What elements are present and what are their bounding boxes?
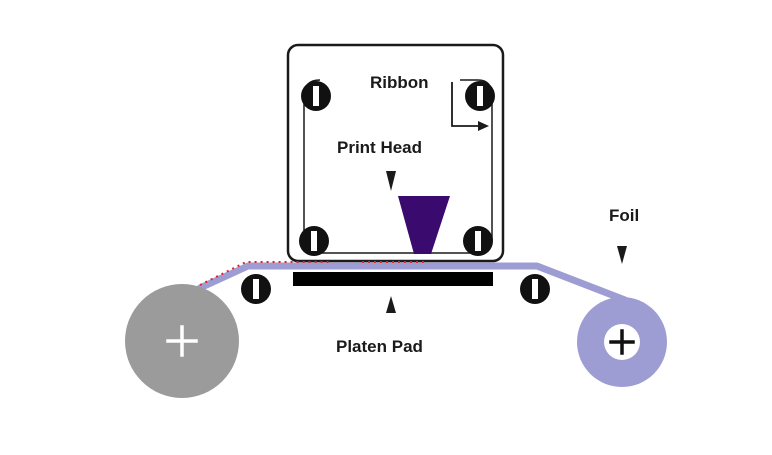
roller-top-left [301, 81, 331, 111]
roller-foil-right [520, 274, 550, 304]
left-spool-plus-icon [166, 325, 198, 357]
right-spool-plus-icon [609, 329, 635, 355]
roller-bottom-left [299, 226, 329, 256]
platen-pad-label: Platen Pad [336, 337, 423, 356]
platen-pad-arrowhead [386, 296, 396, 313]
roller-bottom-right [463, 226, 493, 256]
ribbon-label: Ribbon [370, 73, 429, 92]
print-head-arrowhead [386, 171, 396, 191]
roller-top-right [465, 81, 495, 111]
foil-strip [196, 262, 629, 304]
platen-pad [293, 272, 493, 286]
ribbon-path [303, 79, 493, 240]
print-head [398, 196, 450, 254]
foil-label: Foil [609, 206, 640, 225]
foil-arrowhead [617, 246, 627, 264]
ribbon-arrow [451, 82, 478, 127]
ribbon-arrowhead [478, 121, 489, 131]
print-head-housing [286, 43, 505, 263]
print-head-label: Print Head [337, 138, 423, 157]
roller-foil-left [241, 274, 271, 304]
